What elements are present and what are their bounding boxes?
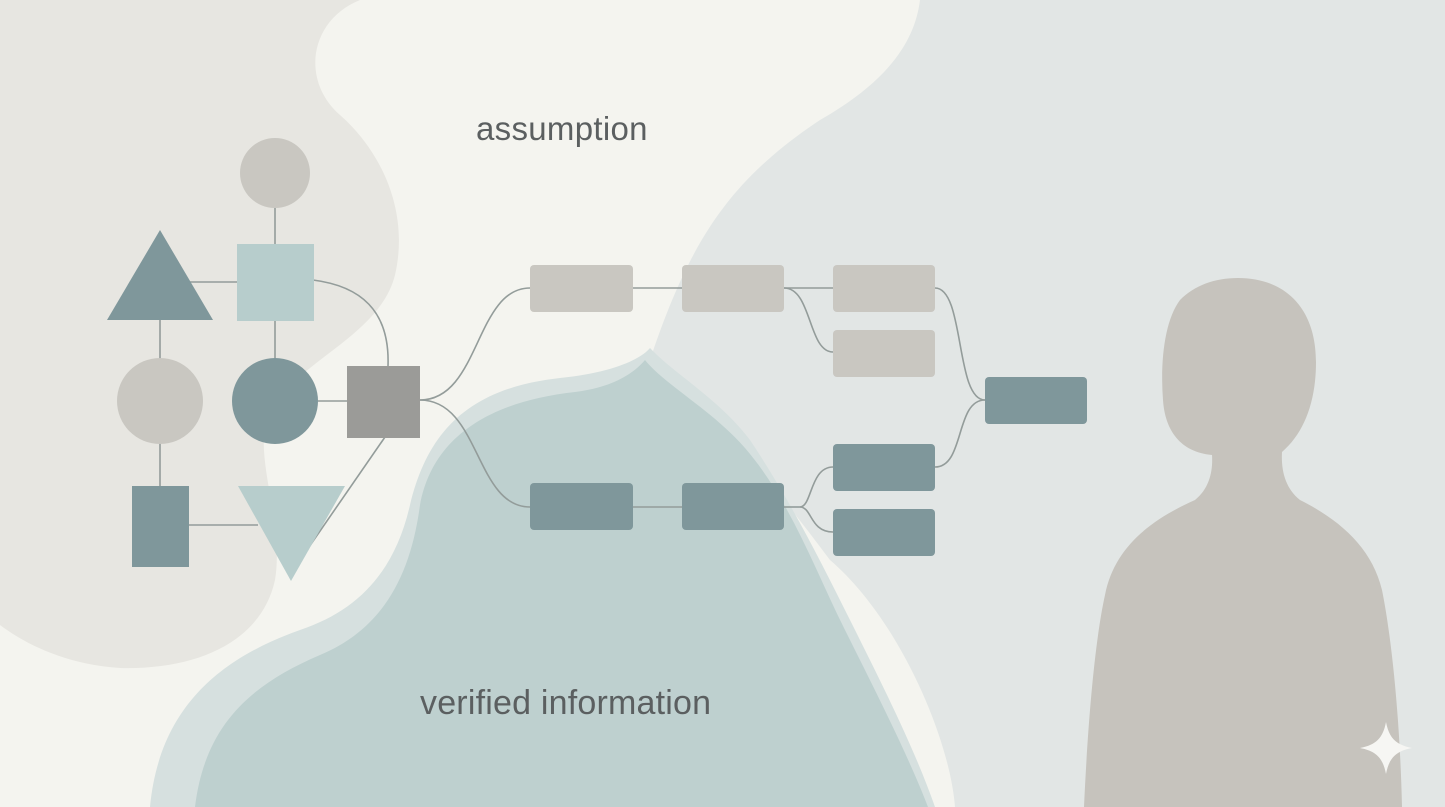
flow-box-assumption-2 bbox=[682, 265, 784, 312]
flow-box-verified-3 bbox=[833, 444, 935, 491]
verified-blob bbox=[195, 360, 928, 807]
sparkle-icon bbox=[1360, 722, 1412, 774]
node-square-gray bbox=[347, 366, 420, 438]
flow-box-verified-1 bbox=[530, 483, 633, 530]
assumption-label: assumption bbox=[476, 110, 648, 147]
flow-box-assumption-4 bbox=[833, 330, 935, 377]
verified-information-label: verified information bbox=[420, 684, 712, 722]
flow-box-assumption-1 bbox=[530, 265, 633, 312]
flow-box-result bbox=[985, 377, 1087, 424]
node-triangle-down bbox=[238, 486, 345, 581]
node-circle-left bbox=[117, 358, 203, 444]
flow-box-verified-4 bbox=[833, 509, 935, 556]
left-blob bbox=[0, 0, 399, 669]
flow-box-assumption-3 bbox=[833, 265, 935, 312]
node-square-teal bbox=[237, 244, 314, 321]
node-circle-center bbox=[232, 358, 318, 444]
flow-boxes bbox=[530, 265, 1087, 556]
node-rect-slate bbox=[132, 486, 189, 567]
person-silhouette-icon bbox=[1084, 278, 1402, 807]
node-triangle-up bbox=[107, 230, 213, 320]
node-circle-top bbox=[240, 138, 310, 208]
flow-box-verified-2 bbox=[682, 483, 784, 530]
